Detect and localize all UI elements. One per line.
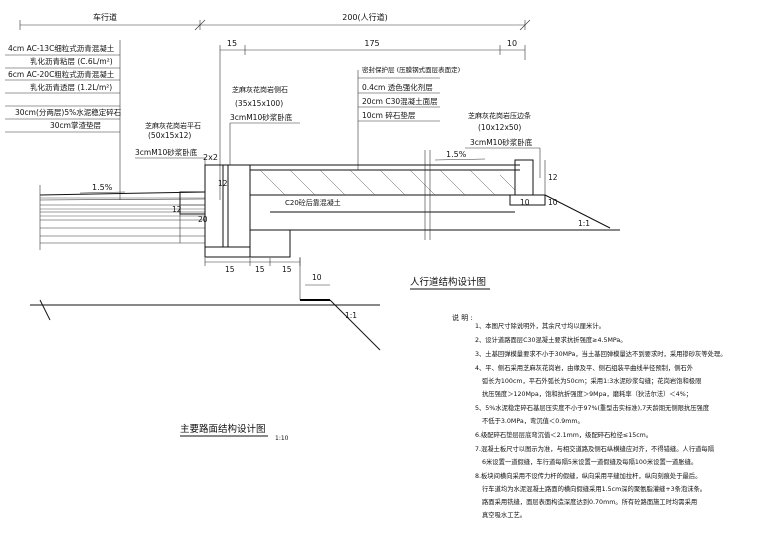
note-line-15: 真空吸水工艺。: [482, 510, 526, 519]
scale-label: 1:10: [275, 435, 289, 442]
note-line-2: 2、设计道路面层C30混凝土要求抗折强度≥4.5MPa。: [475, 335, 627, 344]
sidewalk-layer-1: 0.4cm 透色强化剂层: [362, 82, 433, 92]
slope-foundation: 1:1: [345, 311, 357, 320]
curb-stone-name: 芝麻灰花岗岩侧石: [232, 85, 288, 94]
sidewalk-leader-lines: [357, 70, 440, 170]
sidewalk-layer-2: 20cm C30混凝土面层: [362, 96, 438, 106]
slope-edge: 1:1: [578, 219, 590, 228]
dim-12-curb: 12: [218, 179, 228, 188]
dim-10-bottom: 10: [312, 273, 322, 282]
flat-stone-name: 芝麻灰花岗岩平石: [145, 121, 201, 130]
c20-concrete: C20砼后靠混凝土: [285, 198, 341, 207]
edge-stone-size: (10x12x50): [478, 123, 521, 132]
note-line-3: 3、土基回弹模量要求不小于30MPa，当土基回弹模量达不到要求时，采用掺砂灰等处…: [475, 349, 727, 358]
flat-stone-size: (50x15x12): [148, 131, 191, 140]
top-dimension-lines: [19, 19, 531, 200]
note-line-1: 1、本图尺寸除说明外，其余尺寸均以厘米计。: [475, 321, 605, 330]
curb-assembly: [179, 164, 291, 258]
note-line-14: 路面采用铣缝，面层表面构造深度达到0.70mm。所有砼路面施工时均需采用: [482, 497, 697, 506]
note-line-10: 7.混凝土板尺寸以图示为准，与相交道路及侧石纵横缝应对齐，不得错缝。人行道每隔: [475, 444, 714, 453]
note-line-6: 抗压强度＞120Mpa，饱和抗折强度＞9Mpa，磨耗率（狄法尔法）＜4%；: [482, 389, 692, 398]
curb-stone-bed: 3cmM10砂浆卧底: [230, 112, 293, 122]
dim-15-bottom-b: 15: [255, 265, 265, 274]
dim-10-top: 10: [507, 39, 517, 48]
dim-10-edge-a: 10: [520, 198, 530, 207]
dim-10-edge-b: 10: [548, 198, 558, 207]
edge-stone-name: 芝麻灰花岗岩压边条: [468, 111, 531, 120]
sidewalk-slab: [250, 150, 620, 240]
note-line-7: 5、5%水泥稳定碎石基层压实度不小于97%(重型击实标准),7天龄期无侧限抗压强…: [475, 403, 710, 412]
notes-heading: 说 明 :: [452, 313, 473, 322]
edge-stone-bed: 3cmM10砂浆卧底: [470, 137, 533, 147]
sidewalk-title: 人行道结构设计图: [410, 276, 486, 288]
note-line-12: 8.板块间横向采用不设传力杆的假缝，纵向采用平缝加拉杆，纵向刻痕处于最后。: [475, 471, 701, 480]
dim-12-left: 12: [172, 205, 182, 214]
sidewalk-seal-layer: 密封保护层 (压膜钢式面层表面定): [362, 65, 460, 74]
road-layer-5: 30cm(分两层)5%水泥稳定碎石: [15, 107, 122, 117]
sidewalk-width-label: 200(人行道): [342, 12, 388, 22]
note-line-9: 6.级配碎石垫层层底弯沉值＜2.1mm，级配碎石粒径≤15cm。: [475, 430, 652, 439]
dim-12-edge: 12: [548, 173, 558, 182]
road-layer-6: 30cm掌渣垫层: [50, 120, 101, 130]
dim-15-top: 15: [227, 39, 237, 48]
road-pavement-section: [39, 185, 206, 250]
slope-road: 1.5%: [92, 183, 113, 192]
note-line-11: 6米设置一道假缝，车行道每隔5米设置一道假缝及每隔100米设置一道胀缝。: [482, 457, 697, 466]
foundation: [30, 257, 381, 351]
road-layer-4: 乳化沥青透层 (1.2L/m²): [30, 82, 112, 92]
dim-15-bottom-a: 15: [225, 265, 235, 274]
note-line-13: 行车道均为水泥混凝土路面的横向假缝采用1.5cm深的聚氨脂灌缝+3条泡沫条。: [482, 484, 706, 493]
joint-label: 2x2: [203, 153, 218, 162]
road-layer-2: 乳化沥青粘层 (C.6L/m²): [30, 56, 113, 66]
dim-15-bottom-c: 15: [282, 265, 292, 274]
road-layer-1: 4cm AC-13C细粒式沥青混凝土: [8, 43, 115, 53]
note-line-4: 4、平、侧石采用芝麻灰花岗岩，由缘及平、侧石组装平曲线半径预制，侧石外: [475, 363, 694, 372]
note-line-8: 不低于3.0MPa，弯沉值＜0.9mm。: [482, 416, 584, 425]
edge-stone: [509, 159, 611, 229]
main-title: 主要路面结构设计图: [180, 423, 266, 435]
dim-175-top: 175: [364, 39, 379, 48]
road-layer-leader-lines: [5, 40, 121, 200]
note-line-5: 弧长为100cm，平石外弧长为50cm；采用1:3水泥砂浆勾缝；花岗岩饱和极限: [482, 376, 702, 385]
flat-stone-bed: 3cmM10砂浆卧底: [135, 147, 198, 157]
carriageway-label: 车行道: [93, 12, 117, 22]
curb-stone-size: (35x15x100): [235, 99, 283, 108]
dim-20-left: 20: [198, 215, 208, 224]
slope-walk: 1.5%: [446, 150, 467, 159]
sidewalk-layer-3: 10cm 碎石垫层: [362, 110, 416, 120]
road-layer-3: 6cm AC-20C粗粒式沥青混凝土: [8, 69, 115, 79]
